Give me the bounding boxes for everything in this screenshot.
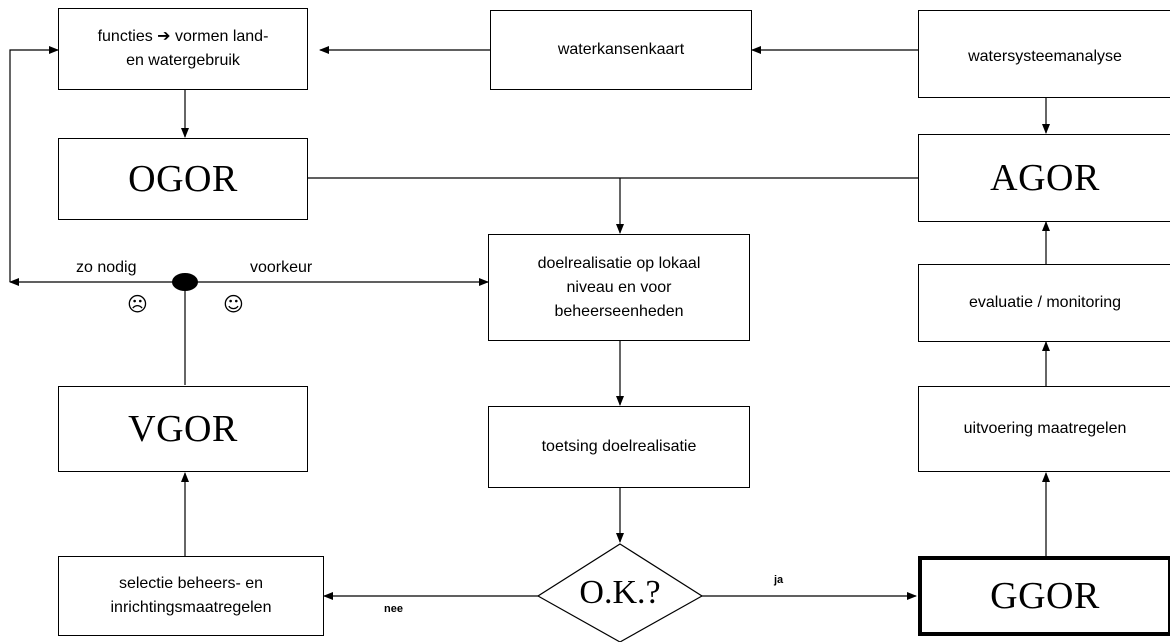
vgor-label: VGOR — [128, 408, 238, 450]
voorkeur-label: voorkeur — [248, 259, 315, 277]
ok-diamond — [536, 543, 704, 642]
evaluatie-label: evaluatie / monitoring — [968, 294, 1122, 311]
nee-label: nee — [384, 603, 403, 615]
ggor-label: GGOR — [990, 575, 1100, 617]
doelrealisatie-line-2: niveau en voor — [566, 278, 672, 296]
box-vgor[interactable]: VGOR — [58, 386, 308, 472]
agor-label: AGOR — [990, 157, 1100, 199]
decision-dot — [172, 273, 198, 291]
functies-line-1: functies ➔ vormen land- — [98, 25, 269, 49]
box-agor[interactable]: AGOR — [918, 134, 1170, 222]
functies-text-b: vormen land- — [175, 28, 269, 45]
waterkansenkaart-label: waterkansenkaart — [557, 41, 685, 58]
uitvoering-label: uitvoering maatregelen — [963, 420, 1127, 437]
sad-face-icon: ☹ — [127, 292, 148, 316]
box-toetsing[interactable]: toetsing doelrealisatie — [488, 406, 750, 488]
box-waterkansenkaart[interactable]: waterkansenkaart — [490, 10, 752, 90]
box-selectie[interactable]: selectie beheers- en inrichtingsmaatrege… — [58, 556, 324, 636]
doelrealisatie-line-1: doelrealisatie op lokaal — [537, 254, 701, 272]
toetsing-label: toetsing doelrealisatie — [541, 438, 697, 455]
box-watersysteemanalyse[interactable]: watersysteemanalyse — [918, 10, 1170, 98]
box-evaluatie[interactable]: evaluatie / monitoring — [918, 264, 1170, 342]
happy-face-icon: ☺ — [223, 292, 244, 316]
box-ogor[interactable]: OGOR — [58, 138, 308, 220]
ja-label: ja — [774, 574, 784, 586]
selectie-line-1: selectie beheers- en — [118, 575, 264, 592]
functies-arrow-icon: ➔ — [157, 28, 171, 45]
functies-line-2: en watergebruik — [126, 52, 240, 69]
arrow-feedback-to-functies — [9, 46, 59, 282]
functies-text: functies — [97, 28, 153, 45]
selectie-line-2: inrichtingsmaatregelen — [110, 599, 272, 616]
box-doelrealisatie[interactable]: doelrealisatie op lokaal niveau en voor … — [488, 234, 750, 341]
zo-nodig-label: zo nodig — [74, 259, 139, 277]
box-ggor[interactable]: GGOR — [918, 556, 1170, 636]
box-uitvoering[interactable]: uitvoering maatregelen — [918, 386, 1170, 472]
doelrealisatie-line-3: beheerseenheden — [554, 302, 684, 320]
ok-label: O.K.? — [579, 574, 661, 611]
ogor-label: OGOR — [128, 158, 238, 200]
watersysteemanalyse-label: watersysteemanalyse — [968, 48, 1122, 65]
box-functies[interactable]: functies ➔ vormen land- en watergebruik — [58, 8, 308, 90]
